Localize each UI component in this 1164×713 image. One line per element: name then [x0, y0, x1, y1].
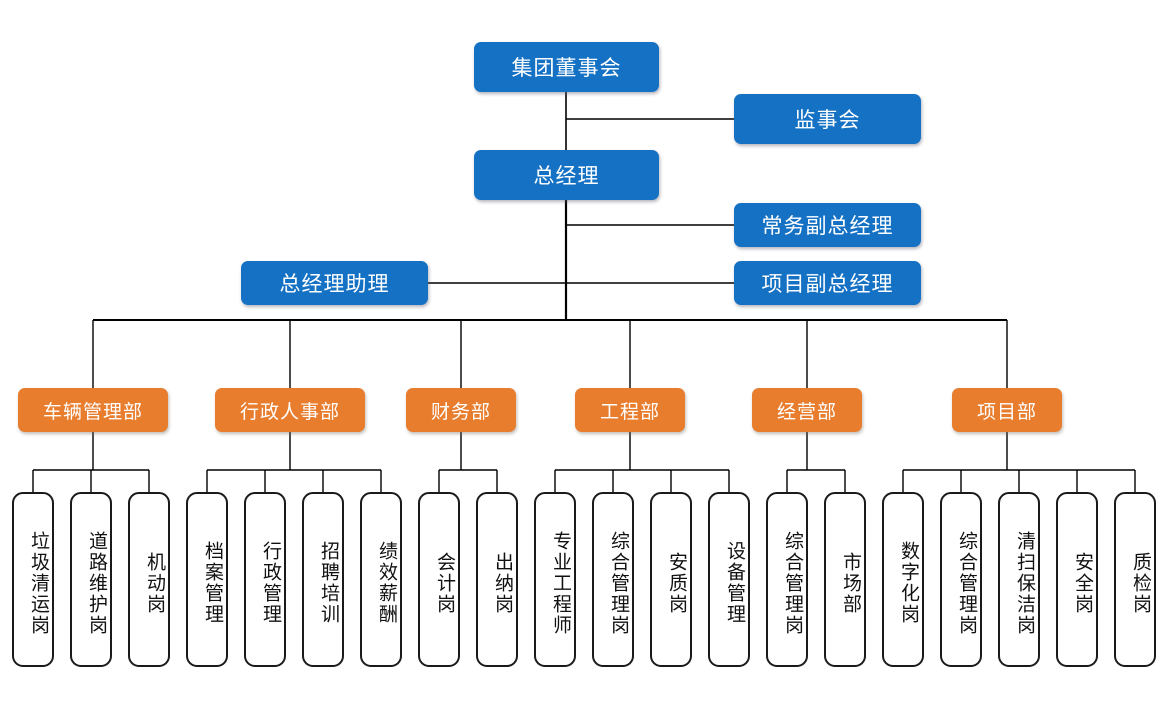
node-label: 经营部	[776, 401, 837, 423]
node-label: 专业工程师	[550, 530, 571, 636]
node-label: 总经理	[533, 165, 600, 188]
node-label: 安质岗	[666, 551, 687, 615]
node-position[interactable]: 绩效薪酬	[360, 492, 402, 667]
node-position[interactable]: 招聘培训	[302, 492, 344, 667]
node-label: 垃圾清运岗	[28, 530, 49, 636]
node-label: 会计岗	[434, 551, 455, 615]
node-general-manager[interactable]: 总经理	[474, 150, 659, 200]
node-position[interactable]: 会计岗	[418, 492, 460, 667]
node-label: 车辆管理部	[42, 401, 143, 423]
node-position[interactable]: 垃圾清运岗	[12, 492, 54, 667]
node-position[interactable]: 机动岗	[128, 492, 170, 667]
node-label: 出纳岗	[492, 551, 513, 615]
node-label: 行政人事部	[239, 401, 340, 423]
node-position[interactable]: 质检岗	[1114, 492, 1156, 667]
node-department-finance[interactable]: 财务部	[406, 388, 516, 432]
node-label: 项目部	[976, 401, 1037, 423]
node-position[interactable]: 综合管理岗	[940, 492, 982, 667]
node-label: 档案管理	[202, 541, 223, 625]
node-label: 绩效薪酬	[376, 541, 397, 625]
node-position[interactable]: 档案管理	[186, 492, 228, 667]
node-position[interactable]: 行政管理	[244, 492, 286, 667]
node-label: 安全岗	[1072, 551, 1093, 615]
node-label: 综合管理岗	[956, 530, 977, 636]
node-label: 总经理助理	[279, 273, 390, 296]
node-position[interactable]: 安全岗	[1056, 492, 1098, 667]
node-label: 质检岗	[1130, 551, 1151, 615]
node-label: 招聘培训	[318, 541, 339, 625]
node-executive-vice-gm[interactable]: 常务副总经理	[734, 203, 921, 247]
node-supervisory-board[interactable]: 监事会	[734, 94, 921, 144]
node-position[interactable]: 综合管理岗	[592, 492, 634, 667]
node-label: 财务部	[430, 401, 491, 423]
node-label: 常务副总经理	[761, 215, 894, 238]
node-label: 道路维护岗	[86, 530, 107, 636]
node-position[interactable]: 清扫保洁岗	[998, 492, 1040, 667]
node-label: 综合管理岗	[782, 530, 803, 636]
node-department-operations[interactable]: 经营部	[752, 388, 862, 432]
node-position[interactable]: 出纳岗	[476, 492, 518, 667]
node-label: 集团董事会	[511, 57, 622, 80]
node-label: 数字化岗	[898, 541, 919, 625]
node-label: 行政管理	[260, 541, 281, 625]
node-position[interactable]: 专业工程师	[534, 492, 576, 667]
node-position[interactable]: 数字化岗	[882, 492, 924, 667]
node-board-of-directors[interactable]: 集团董事会	[474, 42, 659, 92]
node-department-project[interactable]: 项目部	[952, 388, 1062, 432]
node-project-vice-gm[interactable]: 项目副总经理	[734, 261, 921, 305]
node-position[interactable]: 安质岗	[650, 492, 692, 667]
node-label: 清扫保洁岗	[1014, 530, 1035, 636]
node-department-engineering[interactable]: 工程部	[575, 388, 685, 432]
node-label: 项目副总经理	[761, 273, 894, 296]
node-department-vehicle[interactable]: 车辆管理部	[18, 388, 168, 432]
node-label: 机动岗	[144, 551, 165, 615]
node-department-admin_hr[interactable]: 行政人事部	[215, 388, 365, 432]
node-position[interactable]: 道路维护岗	[70, 492, 112, 667]
node-label: 市场部	[840, 551, 861, 615]
node-position[interactable]: 市场部	[824, 492, 866, 667]
node-gm-assistant[interactable]: 总经理助理	[241, 261, 428, 305]
node-position[interactable]: 综合管理岗	[766, 492, 808, 667]
node-label: 监事会	[794, 109, 861, 132]
node-position[interactable]: 设备管理	[708, 492, 750, 667]
node-label: 工程部	[599, 401, 660, 423]
node-label: 综合管理岗	[608, 530, 629, 636]
node-label: 设备管理	[724, 541, 745, 625]
